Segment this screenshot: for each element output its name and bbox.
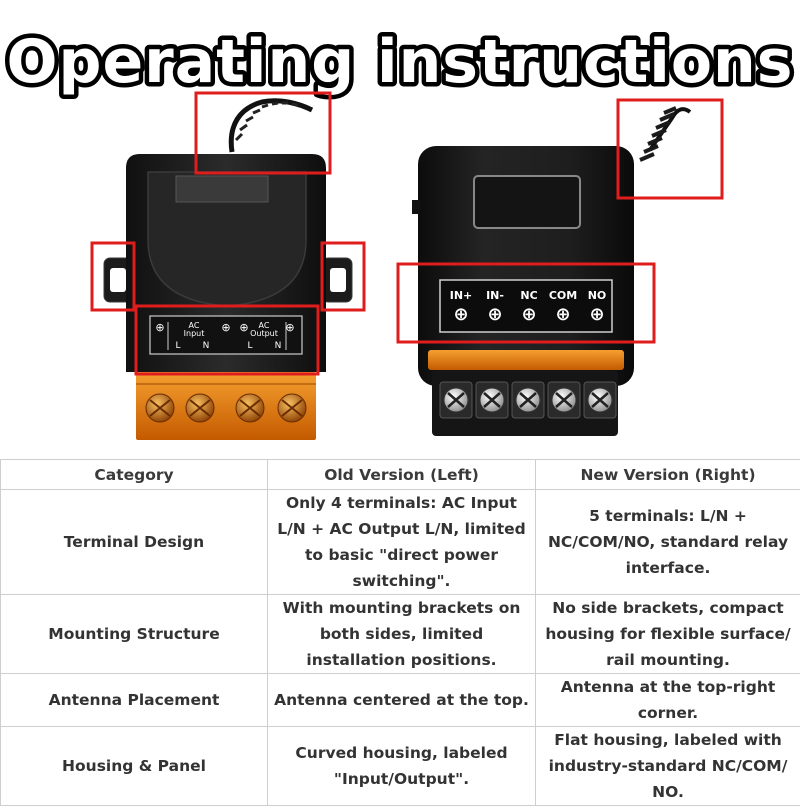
row-old-value: Antenna centered at the top.	[268, 674, 536, 727]
old-label-l-1: L	[175, 341, 180, 351]
old-label-n-1: N	[203, 341, 210, 351]
comparison-table: Category Old Version (Left) New Version …	[0, 459, 800, 806]
svg-text:⊕: ⊕	[239, 321, 248, 334]
row-new-value: 5 terminals: L/N + NC/COM/NO, standard r…	[536, 490, 800, 595]
svg-text:⊕: ⊕	[521, 304, 536, 325]
row-new-value: No side brackets, compact housing for fl…	[536, 595, 800, 674]
header-old-version: Old Version (Left)	[268, 460, 536, 490]
new-terminal-screws	[440, 382, 616, 418]
table-row: Terminal Design Only 4 terminals: AC Inp…	[1, 490, 800, 595]
svg-text:⊕: ⊕	[589, 304, 604, 325]
new-terminal-label-in-minus: IN-	[486, 289, 504, 302]
new-antenna	[640, 108, 690, 160]
row-category: Mounting Structure	[1, 595, 268, 674]
row-old-value: With mounting brackets on both sides, li…	[268, 595, 536, 674]
header-new-version: New Version (Right)	[536, 460, 800, 490]
row-category: Antenna Placement	[1, 674, 268, 727]
new-terminal-label-com: COM	[549, 289, 577, 302]
old-label-input: Input	[184, 329, 205, 338]
new-device: IN+ IN- NC COM NO ⊕ ⊕ ⊕ ⊕ ⊕	[398, 100, 722, 436]
new-terminal-label-in-plus: IN+	[450, 289, 473, 302]
header-category: Category	[1, 460, 268, 490]
old-label-n-2: N	[275, 341, 282, 351]
row-category: Housing & Panel	[1, 727, 268, 806]
svg-text:⊕: ⊕	[487, 304, 502, 325]
table-header-row: Category Old Version (Left) New Version …	[1, 460, 800, 490]
old-label-l-2: L	[247, 341, 252, 351]
row-old-value: Only 4 terminals: AC Input L/N + AC Outp…	[268, 490, 536, 595]
old-device: ⊕ AC Input ⊕ L N ⊕ AC Output ⊕ L N	[92, 93, 364, 440]
svg-text:⊕: ⊕	[155, 321, 164, 334]
svg-text:⊕: ⊕	[555, 304, 570, 325]
new-terminal-label-nc: NC	[520, 289, 537, 302]
row-old-value: Curved housing, labeled "Input/Output".	[268, 727, 536, 806]
table-row: Mounting Structure With mounting bracket…	[1, 595, 800, 674]
old-label-output: Output	[250, 329, 278, 338]
row-new-value: Antenna at the top-right corner.	[536, 674, 800, 727]
old-antenna	[231, 101, 312, 152]
table-row: Antenna Placement Antenna centered at th…	[1, 674, 800, 727]
product-photo: ⊕ AC Input ⊕ L N ⊕ AC Output ⊕ L N	[0, 80, 800, 460]
row-category: Terminal Design	[1, 490, 268, 595]
table-row: Housing & Panel Curved housing, labeled …	[1, 727, 800, 806]
new-terminal-label-no: NO	[588, 289, 607, 302]
svg-text:⊕: ⊕	[453, 304, 468, 325]
row-new-value: Flat housing, labeled with industry-stan…	[536, 727, 800, 806]
svg-text:⊕: ⊕	[221, 321, 230, 334]
svg-text:⊕: ⊕	[285, 321, 294, 334]
